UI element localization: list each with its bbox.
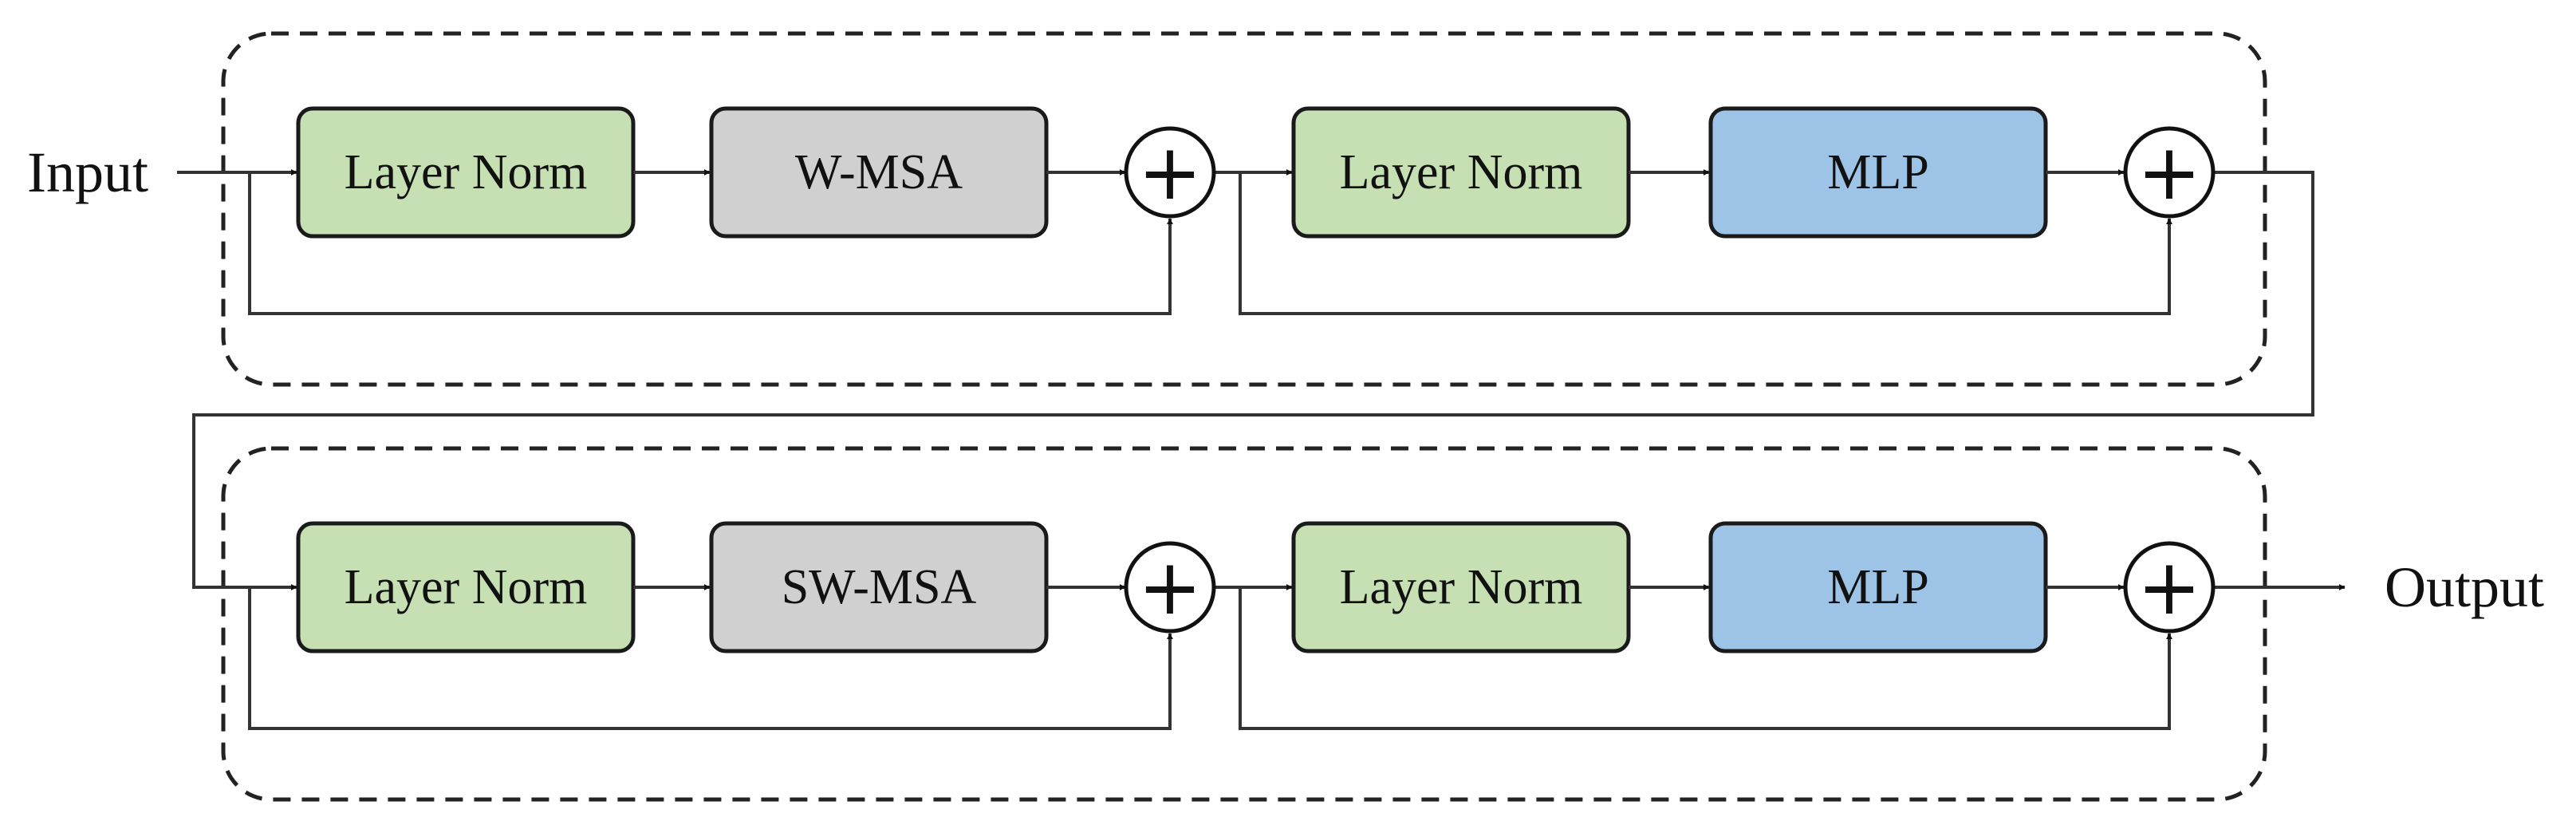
add-symbol: + (1138, 128, 1202, 217)
bottom-layer-norm-2-label: Layer Norm (1339, 559, 1583, 614)
bottom-row-connectors (248, 584, 2346, 730)
top-layer-norm-2-label: Layer Norm (1339, 144, 1583, 199)
top-w-msa-label: W-MSA (794, 144, 963, 199)
output-label: Output (2384, 555, 2544, 619)
top-layer-norm-1-label: Layer Norm (344, 144, 588, 199)
bottom-residual-1 (248, 587, 1173, 730)
add-symbol: + (1138, 543, 1202, 632)
bottom-residual-2 (1239, 587, 2172, 730)
top-mlp-label: MLP (1827, 144, 1929, 199)
bottom-layer-norm-1-label: Layer Norm (344, 559, 588, 614)
bottom-sw-msa-label: SW-MSA (781, 559, 977, 614)
top-row-connectors (177, 169, 2172, 315)
add-symbol: + (2137, 543, 2201, 632)
top-residual-2 (1239, 172, 2172, 315)
bottom-add-node-1: + (1124, 541, 1216, 634)
bottom-add-node-2: + (2123, 541, 2216, 634)
bottom-mlp-label: MLP (1827, 559, 1929, 614)
stage-link-line (192, 171, 2314, 590)
add-symbol: + (2137, 128, 2201, 217)
top-add-node-1: + (1124, 126, 1216, 219)
top-add-node-2: + (2123, 126, 2216, 219)
top-residual-1 (248, 172, 1173, 315)
input-label: Input (27, 140, 148, 204)
